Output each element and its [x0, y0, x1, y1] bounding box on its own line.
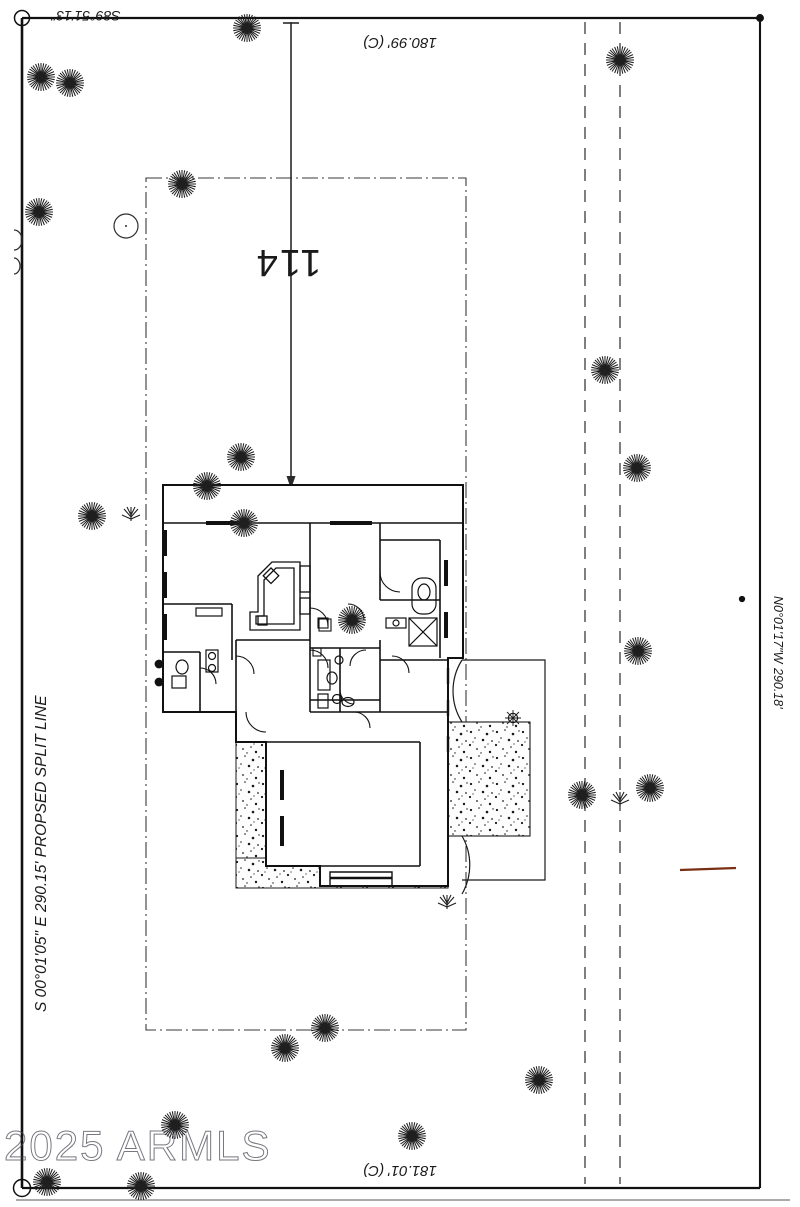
dimension-arrowhead [286, 476, 296, 489]
tree-symbol [77, 501, 107, 531]
monument-nw [13, 9, 31, 27]
tree-symbol [622, 453, 652, 483]
tree-symbol [337, 605, 367, 635]
tree-symbol [192, 471, 222, 501]
canopy-tree-center [125, 225, 127, 227]
tree-symbol [167, 169, 197, 199]
garage-door [329, 871, 393, 886]
house-floor-plan [154, 484, 464, 887]
tree-symbol [160, 1110, 190, 1140]
tree-symbol [226, 442, 256, 472]
bath-fixtures-guest [171, 607, 223, 689]
corner-monuments [12, 9, 764, 1198]
house-depth-dimension-label: 114 [255, 241, 322, 283]
tree-symbol [567, 780, 597, 810]
tree-symbol [397, 1121, 427, 1151]
driveway-arc-upper [452, 659, 463, 723]
monument-sw [12, 1178, 32, 1198]
wall-poche [163, 521, 448, 846]
house-depth-dimension-line [283, 22, 299, 489]
tree-symbol [635, 773, 665, 803]
kitchen-fixtures [249, 561, 311, 631]
tree-symbol [524, 1065, 554, 1095]
tree-symbol [605, 45, 635, 75]
tree-symbol [55, 68, 85, 98]
bath-fixtures-master [385, 577, 438, 647]
bearing-label-east: N0°01'17"W [771, 596, 785, 665]
monument-east-mid [738, 595, 746, 603]
setback-envelope [145, 177, 467, 1031]
driveway-curves [452, 659, 546, 895]
west-edge-marks [13, 229, 23, 275]
distance-label-south: 181.01' (C) [363, 1162, 437, 1179]
tree-symbol [229, 508, 259, 538]
bath-fixtures-hall [317, 655, 355, 709]
driveway-light-rays [505, 710, 521, 726]
tree-symbol [270, 1033, 300, 1063]
tree-symbol [32, 1167, 62, 1197]
survey-tick-mark [679, 866, 737, 872]
tree-symbol [126, 1171, 156, 1201]
monument-ne [756, 14, 764, 22]
windows [330, 668, 450, 880]
misc-fixtures [312, 617, 332, 657]
driveway-arc-lower [461, 835, 471, 895]
split-line-label-west: S 00°01'05" E 290.15' PROPSED SPLIT LINE [33, 695, 50, 1012]
bearing-label-north: S89°51'13" [50, 8, 120, 24]
distance-label-east: 290.18' [771, 667, 785, 709]
driveway-outline [462, 659, 546, 881]
appliance-range [154, 659, 164, 687]
tree-symbol [590, 355, 620, 385]
distance-label-north: 180.99' (C) [363, 34, 437, 51]
tree-symbol [26, 62, 56, 92]
tree-symbol [623, 636, 653, 666]
utility-easement-lines [584, 22, 621, 1184]
tree-symbol [24, 197, 54, 227]
canopy-tree-outline [113, 213, 139, 239]
tree-symbol [232, 13, 262, 43]
tree-symbol [310, 1013, 340, 1043]
